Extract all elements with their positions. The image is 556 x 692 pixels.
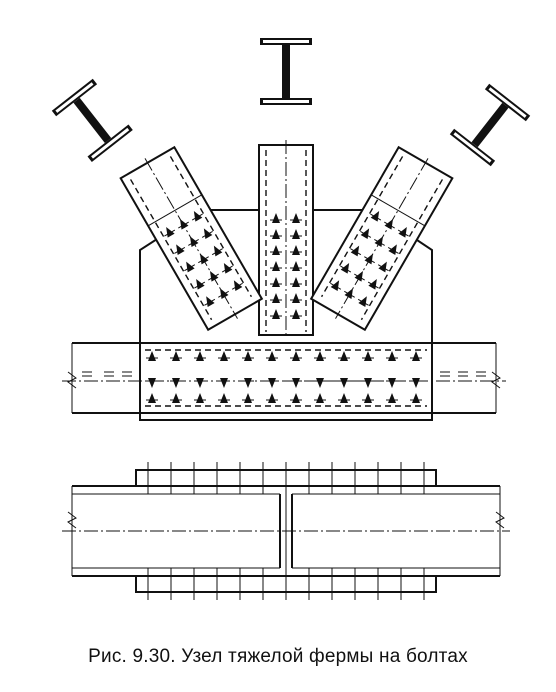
left-diagonal-member [119, 145, 264, 332]
chord-bolt-field [146, 351, 422, 403]
vertical-bolt-field [270, 213, 302, 319]
i-section-right [449, 83, 531, 167]
vertical-web-member [258, 140, 314, 338]
chord-side-view [62, 462, 510, 600]
lower-chord [62, 342, 506, 414]
i-section-left [51, 78, 133, 163]
side-view-bolt-lines [147, 462, 425, 600]
right-diagonal-member [309, 145, 454, 332]
i-section-top [260, 38, 312, 105]
figure-caption: Рис. 9.30. Узел тяжелой фермы на болтах [88, 646, 468, 667]
